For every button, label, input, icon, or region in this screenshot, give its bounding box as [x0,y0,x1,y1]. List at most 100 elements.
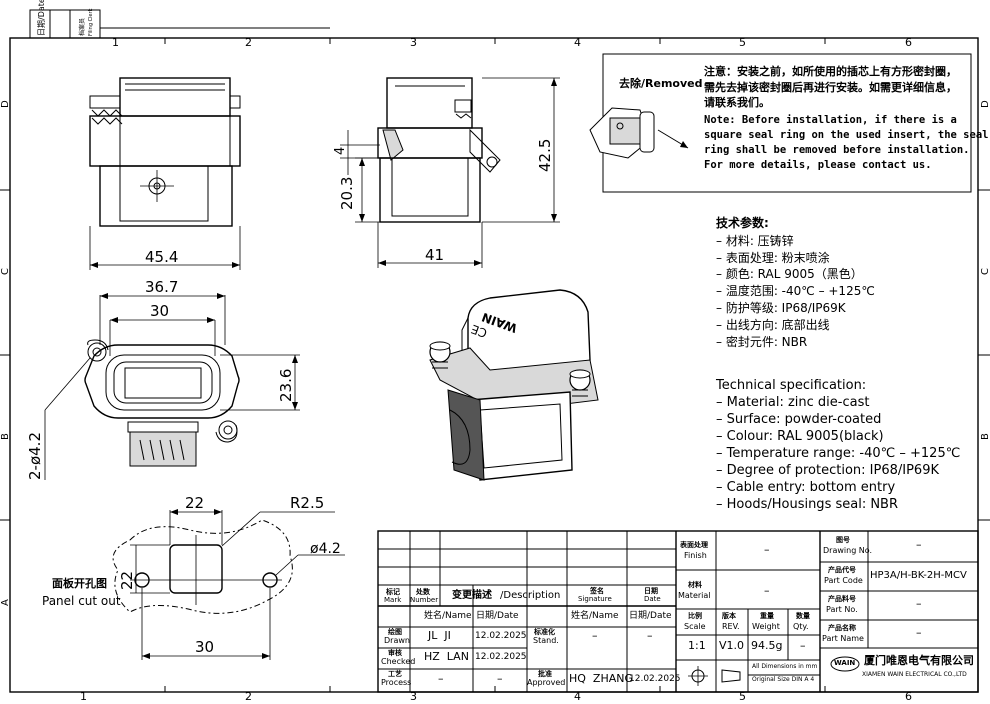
zone-left-c: C [0,268,11,275]
notice-removed-label: 去除/Removed [619,77,703,90]
dim-cutout-top: 22 [185,494,204,512]
zone-bottom-1: 1 [80,690,87,700]
notice-cn-block: 注意：安装之前，如所使用的插芯上有方形密封圈， 需先去掉该密封圈后再进行安装。如… [704,65,988,172]
tb-drawn-en: Drawn [384,636,410,645]
tb-part-no-cn: 产品料号 [828,595,856,603]
tb-checked-cn: 审核 [388,649,402,657]
zone-top-2: 2 [245,36,252,49]
notice-cn-line-3: 请联系我们。 [704,96,770,110]
tb-company-cn: 厦门唯恩电气有限公司 [864,654,974,667]
isometric-view [429,289,599,481]
tb-finish-en: Finish [684,551,707,560]
tech-en-title: Technical specification: [716,378,867,393]
tb-part-name-cn: 产品名称 [828,624,856,632]
zone-bottom-2: 2 [245,690,252,700]
tb-dims-note-2: Original Size DIN A 4 [752,676,815,683]
tech-cn-line-6: – 出线方向: 底部出线 [716,317,830,332]
tb-drawn-cn: 绘图 [388,628,402,636]
filing-clerk-cn: 档案员 [78,18,86,36]
tb-drawing-no-cn: 图号 [836,536,850,544]
tb-drawn-name: JL JI [428,629,451,642]
zone-labels-side: D C B A D C B [0,100,990,606]
tb-standard-cn: 标准化 [534,628,555,636]
filing-clerk-en: Filing Clerk [88,8,94,36]
zone-labels-top: 1 2 3 4 5 6 [112,36,912,49]
tb-part-no-value: – [916,597,922,610]
tb-part-code-en: Part Code [824,576,863,585]
title-block-grid [377,530,979,693]
zone-bottom-6: 6 [905,690,912,700]
tb-rev-cn: 版本 [722,612,736,620]
tb-material-value: – [764,584,770,597]
tb-company-en: XIAMEN WAIN ELECTRICAL CO.,LTD [862,671,967,678]
zone-bottom-3: 3 [410,690,417,700]
tb-process-cn: 工艺 [388,670,402,678]
tb-sig-en: Signature [578,595,612,603]
flange-view [44,293,300,480]
dim-side-lower: 20.3 [338,177,356,210]
tech-en-line-5: – Degree of protection: IP68/IP69K [716,462,939,478]
tb-date-en: Date [644,595,661,603]
part-ce-marking: CE [469,322,489,341]
tb-process-date: – [497,672,503,685]
tb-desc-en: /Description [500,590,561,601]
dim-cutout-hole: ø4.2 [310,541,341,557]
tech-cn-line-2: – 表面处理: 粉末喷涂 [716,250,830,265]
notice-en-line-4: For more details, please contact us. [704,159,932,172]
tb-material-cn: 材料 [688,581,702,589]
zone-top-1: 1 [112,36,119,49]
tb-number-en: Number [410,596,439,604]
dim-cutout-bottom: 30 [195,638,214,656]
tb-standard-date: – [647,629,653,642]
zone-right-c: C [980,268,990,275]
zone-right-b: B [980,433,990,440]
zone-top-3: 3 [410,36,417,49]
tb-approved-date: 12.02.2025 [629,674,681,684]
zone-left-d: D [0,100,11,108]
dim-cutout-radius: R2.5 [290,494,324,512]
zone-bottom-5: 5 [739,690,746,700]
tb-part-no-en: Part No. [826,605,858,614]
zone-labels-bottom: 1 2 3 4 5 6 [80,690,912,703]
tb-qty-cn: 数量 [796,612,810,620]
tb-mark-cn: 标记 [386,588,400,596]
tb-checked-en: Checked [381,657,416,666]
tb-date-header-2: 日期/Date [629,611,672,621]
tb-approved-cn: 批准 [538,670,552,678]
panel-cutout-title-cn: 面板开孔图 [52,577,107,590]
tech-spec-cn: 技术参数: – 材料: 压铸锌 – 表面处理: 粉末喷涂 – 颜色: RAL 9… [716,216,875,349]
tb-weight-value: 94.5g [751,639,783,652]
tb-process-en: Process [381,678,412,687]
tech-cn-line-3: – 颜色: RAL 9005（黑色） [716,267,863,282]
tb-process-name: – [438,672,444,685]
tb-date-header: 日期/Date [476,611,519,621]
tech-cn-line-4: – 温度范围: -40℃ – +125℃ [716,284,875,299]
tech-en-line-3: – Colour: RAL 9005(black) [716,428,884,444]
tb-company-logo: WAIN [834,659,856,667]
tb-part-code-value: HP3A/H-BK-2H-MCV [870,570,967,581]
tb-qty-en: Qty. [793,622,809,631]
tech-cn-line-5: – 防护等级: IP68/IP69K [716,300,846,315]
dim-flange-inner: 30 [150,302,169,320]
zone-top-6: 6 [905,36,912,49]
tech-cn-line-7: – 密封元件: NBR [716,334,808,349]
dim-hole-note: 2-ø4.2 [26,432,44,480]
tb-approved-en: Approved [527,678,566,687]
tech-cn-title: 技术参数: [716,216,769,230]
tb-drawing-no-value: – [916,538,922,551]
zone-top-5: 5 [739,36,746,49]
tb-number-cn: 处数 [416,588,430,596]
notice-box [589,53,972,193]
zone-left-b: B [0,433,11,440]
tb-weight-cn: 重量 [760,612,774,620]
tb-scale-en: Scale [684,622,706,631]
zone-left-a: A [0,599,11,606]
tb-finish-cn: 表面处理 [680,541,708,549]
tb-scale-value: 1:1 [688,639,706,652]
side-view [340,77,560,268]
tb-name-header-2: 姓名/Name [571,611,619,621]
tech-en-line-2: – Surface: powder-coated [716,411,882,427]
tech-en-line-1: – Material: zinc die-cast [716,394,870,410]
tech-en-line-4: – Temperature range: -40℃ – +125℃ [716,445,961,461]
